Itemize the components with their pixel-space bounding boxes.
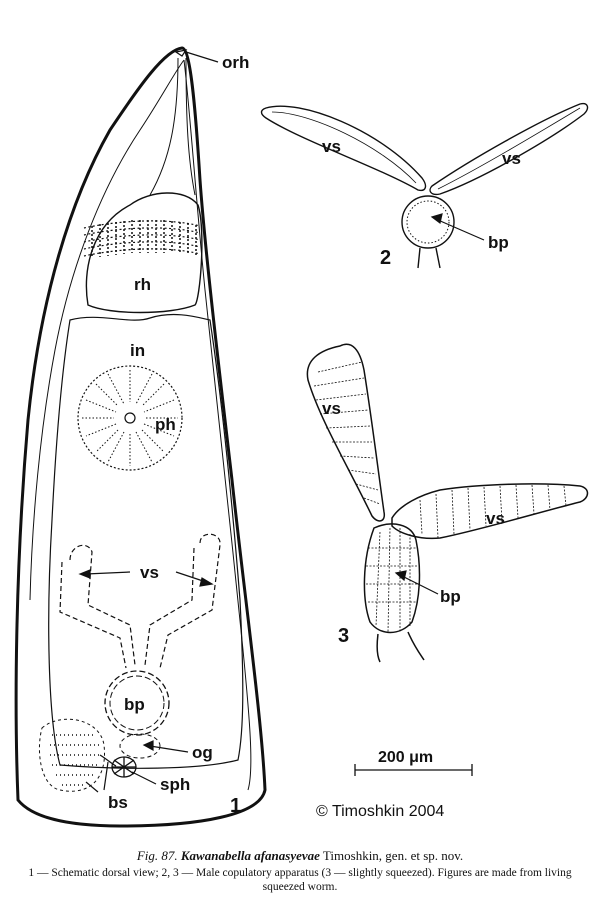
- label-fig2: 2: [380, 247, 391, 269]
- label-vs-fig2-left: vs: [322, 137, 341, 156]
- figure-caption-body: 1 — Schematic dorsal view; 2, 3 — Male c…: [28, 867, 572, 893]
- label-orh: orh: [222, 53, 249, 72]
- figure-labels: orh rh in ph vs bp og sph bs 1 vs vs bp …: [108, 53, 521, 817]
- bp-bulb-fig2: [401, 195, 455, 249]
- scale-bar: [354, 764, 473, 776]
- rh-muscle-band: [83, 220, 201, 257]
- label-fig1: 1: [230, 795, 241, 817]
- vs-right-fig2: [429, 102, 589, 196]
- figure-plate: orh rh in ph vs bp og sph bs 1 vs vs bp …: [14, 46, 589, 828]
- caption-authority: Timoshkin, gen. et sp. nov.: [319, 848, 464, 863]
- label-vs-fig3-right: vs: [486, 509, 505, 528]
- arrow-bp-fig3: [401, 575, 439, 595]
- arrow-orh: [185, 51, 219, 63]
- stalk-fig2: [417, 247, 441, 269]
- copyright-notice: © Timoshkin 2004: [316, 803, 445, 820]
- arrow-vs-left-fig1: [85, 571, 131, 575]
- label-vs-fig3-left: vs: [322, 399, 341, 418]
- sph-structure: [99, 754, 137, 778]
- label-rh: rh: [134, 275, 151, 294]
- rostrum-canal: [149, 57, 196, 196]
- bp-bulb-fig1-inner: [109, 675, 165, 731]
- arrowhead-og: [142, 740, 154, 752]
- label-in: in: [130, 341, 145, 360]
- arrow-bs-2: [103, 761, 109, 791]
- scale-bar-label: 200 μm: [378, 749, 433, 766]
- pharynx: [77, 365, 183, 471]
- vs-right-fig3-striations: [419, 484, 567, 539]
- label-bp-fig2: bp: [488, 233, 509, 252]
- arrowhead-bp-fig2: [430, 213, 443, 225]
- rh-muscle-verticals: [91, 220, 197, 258]
- arrow-bp-fig2: [437, 219, 485, 241]
- intestine: [48, 313, 244, 769]
- rh-sac: [85, 192, 203, 314]
- vesicles-fig1: [59, 533, 221, 669]
- stalk-fig3: [376, 631, 425, 663]
- vs-right-fig3: [391, 483, 589, 540]
- bp-bulb-fig2-inner: [406, 200, 450, 244]
- arrow-sph: [131, 771, 157, 785]
- bs-stipple: [50, 734, 100, 786]
- pharynx-center: [124, 412, 136, 424]
- bp-bulb-fig3: [363, 523, 421, 634]
- label-vs-fig2-right: vs: [502, 149, 521, 168]
- caption-species: Kawanabella afanasyevae: [180, 848, 320, 863]
- orh-opening: [174, 49, 188, 57]
- vs-left-fig3-striations: [313, 361, 381, 505]
- figure-3-apparatus: [306, 343, 589, 663]
- vs-right-fig2-inner: [437, 107, 581, 190]
- pharynx-folds: [82, 370, 178, 466]
- leader-arrows: [78, 51, 485, 793]
- body-outline: [14, 46, 267, 828]
- arrow-og: [149, 745, 189, 753]
- label-bp-fig1: bp: [124, 695, 145, 714]
- figure-2-apparatus: [260, 102, 589, 269]
- label-fig3: 3: [338, 625, 349, 647]
- arrow-bs-1: [85, 781, 99, 793]
- label-og: og: [192, 743, 213, 762]
- arrowhead-vs-left: [78, 569, 91, 579]
- arrowhead-vs-right: [199, 577, 214, 587]
- bp-bulb-fig1: [104, 670, 170, 736]
- label-vs-fig1: vs: [140, 563, 159, 582]
- inner-outline: [29, 59, 252, 791]
- bs-sac: [39, 718, 105, 792]
- og-organ: [119, 733, 161, 759]
- bp-bulb-fig3-grid: [366, 527, 420, 633]
- vs-left-fig2: [260, 105, 427, 192]
- arrowhead-bp-fig3: [394, 570, 407, 582]
- caption-fig-number: Fig. 87.: [136, 848, 178, 863]
- vs-left-fig3: [306, 343, 386, 522]
- label-sph: sph: [160, 775, 190, 794]
- figure-caption-title: Fig. 87. Kawanabella afanasyevae Timoshk…: [8, 848, 592, 864]
- label-bp-fig3: bp: [440, 587, 461, 606]
- figure-1-body: [14, 46, 267, 828]
- label-ph: ph: [155, 415, 176, 434]
- vs-left-fig2-inner: [271, 111, 417, 184]
- label-bs: bs: [108, 793, 128, 812]
